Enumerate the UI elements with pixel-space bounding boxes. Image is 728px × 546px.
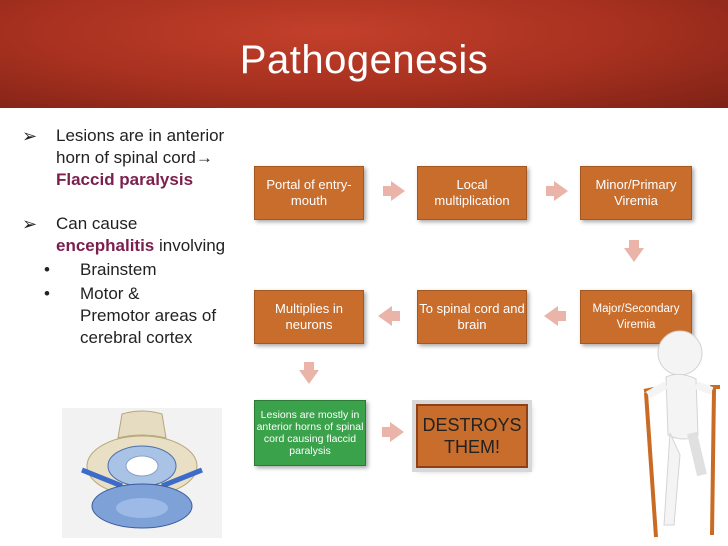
- flow-arrow-icon: [299, 370, 319, 384]
- bullet-text: involving: [154, 236, 226, 255]
- flow-arrow-icon: [392, 311, 400, 321]
- flow-arrow-icon: [629, 240, 639, 248]
- right-arrow-symbol: →: [195, 148, 213, 167]
- flow-arrow-icon: [624, 248, 644, 262]
- flow-arrow-icon: [558, 311, 566, 321]
- step-multiplies-neurons: Multiplies in neurons: [254, 290, 364, 344]
- person-with-crutches-illustration: [643, 330, 720, 538]
- bullet-encephalitis: ➢ Can cause encephalitis involving: [22, 213, 252, 257]
- step-spinal-cord-brain: To spinal cord and brain: [417, 290, 527, 344]
- bullet-text: Can cause: [56, 214, 138, 233]
- flow-arrow-icon: [391, 181, 405, 201]
- sub-bullet-text: Premotor areas of: [80, 306, 217, 325]
- sub-bullet-motor: • Motor & Premotor areas of cerebral cor…: [44, 283, 252, 349]
- arrow-bullet-icon: ➢: [22, 214, 38, 234]
- spinal-cord-illustration: [62, 408, 222, 538]
- arrow-bullet-icon: ➢: [22, 126, 38, 146]
- step-portal-of-entry: Portal of entry- mouth: [254, 166, 364, 220]
- bullet-list: ➢ Lesions are in anterior horn of spinal…: [22, 125, 252, 349]
- highlight-flaccid-paralysis: Flaccid paralysis: [56, 170, 194, 189]
- bullet-lesions: ➢ Lesions are in anterior horn of spinal…: [22, 125, 252, 191]
- step-lesions: Lesions are mostly in anterior horns of …: [254, 400, 366, 466]
- sub-bullet-text: cerebral cortex: [80, 328, 193, 347]
- flow-arrow-icon: [304, 362, 314, 370]
- dot-bullet-icon: •: [44, 284, 50, 303]
- bullet-text: Lesions are in anterior: [56, 126, 225, 145]
- flow-arrow-icon: [546, 186, 554, 196]
- title-banner: [0, 0, 728, 108]
- sub-bullet-text: Brainstem: [80, 260, 157, 279]
- highlight-encephalitis: encephalitis: [56, 236, 155, 255]
- sub-bullet-text: Motor &: [80, 284, 140, 303]
- dot-bullet-icon: •: [44, 260, 50, 279]
- page-title: Pathogenesis: [239, 38, 489, 82]
- flow-arrow-icon: [544, 306, 558, 326]
- step-local-multiplication: Local multiplication: [417, 166, 527, 220]
- step-minor-viremia: Minor/Primary Viremia: [580, 166, 692, 220]
- flow-arrow-icon: [554, 181, 568, 201]
- sub-bullet-brainstem: • Brainstem: [44, 259, 252, 281]
- flow-arrow-icon: [382, 427, 390, 437]
- flow-arrow-icon: [390, 422, 404, 442]
- step-destroys: DESTROYS THEM!: [416, 404, 528, 468]
- flow-arrow-icon: [378, 306, 392, 326]
- bullet-text: horn of spinal cord: [56, 148, 196, 167]
- flow-arrow-icon: [383, 186, 391, 196]
